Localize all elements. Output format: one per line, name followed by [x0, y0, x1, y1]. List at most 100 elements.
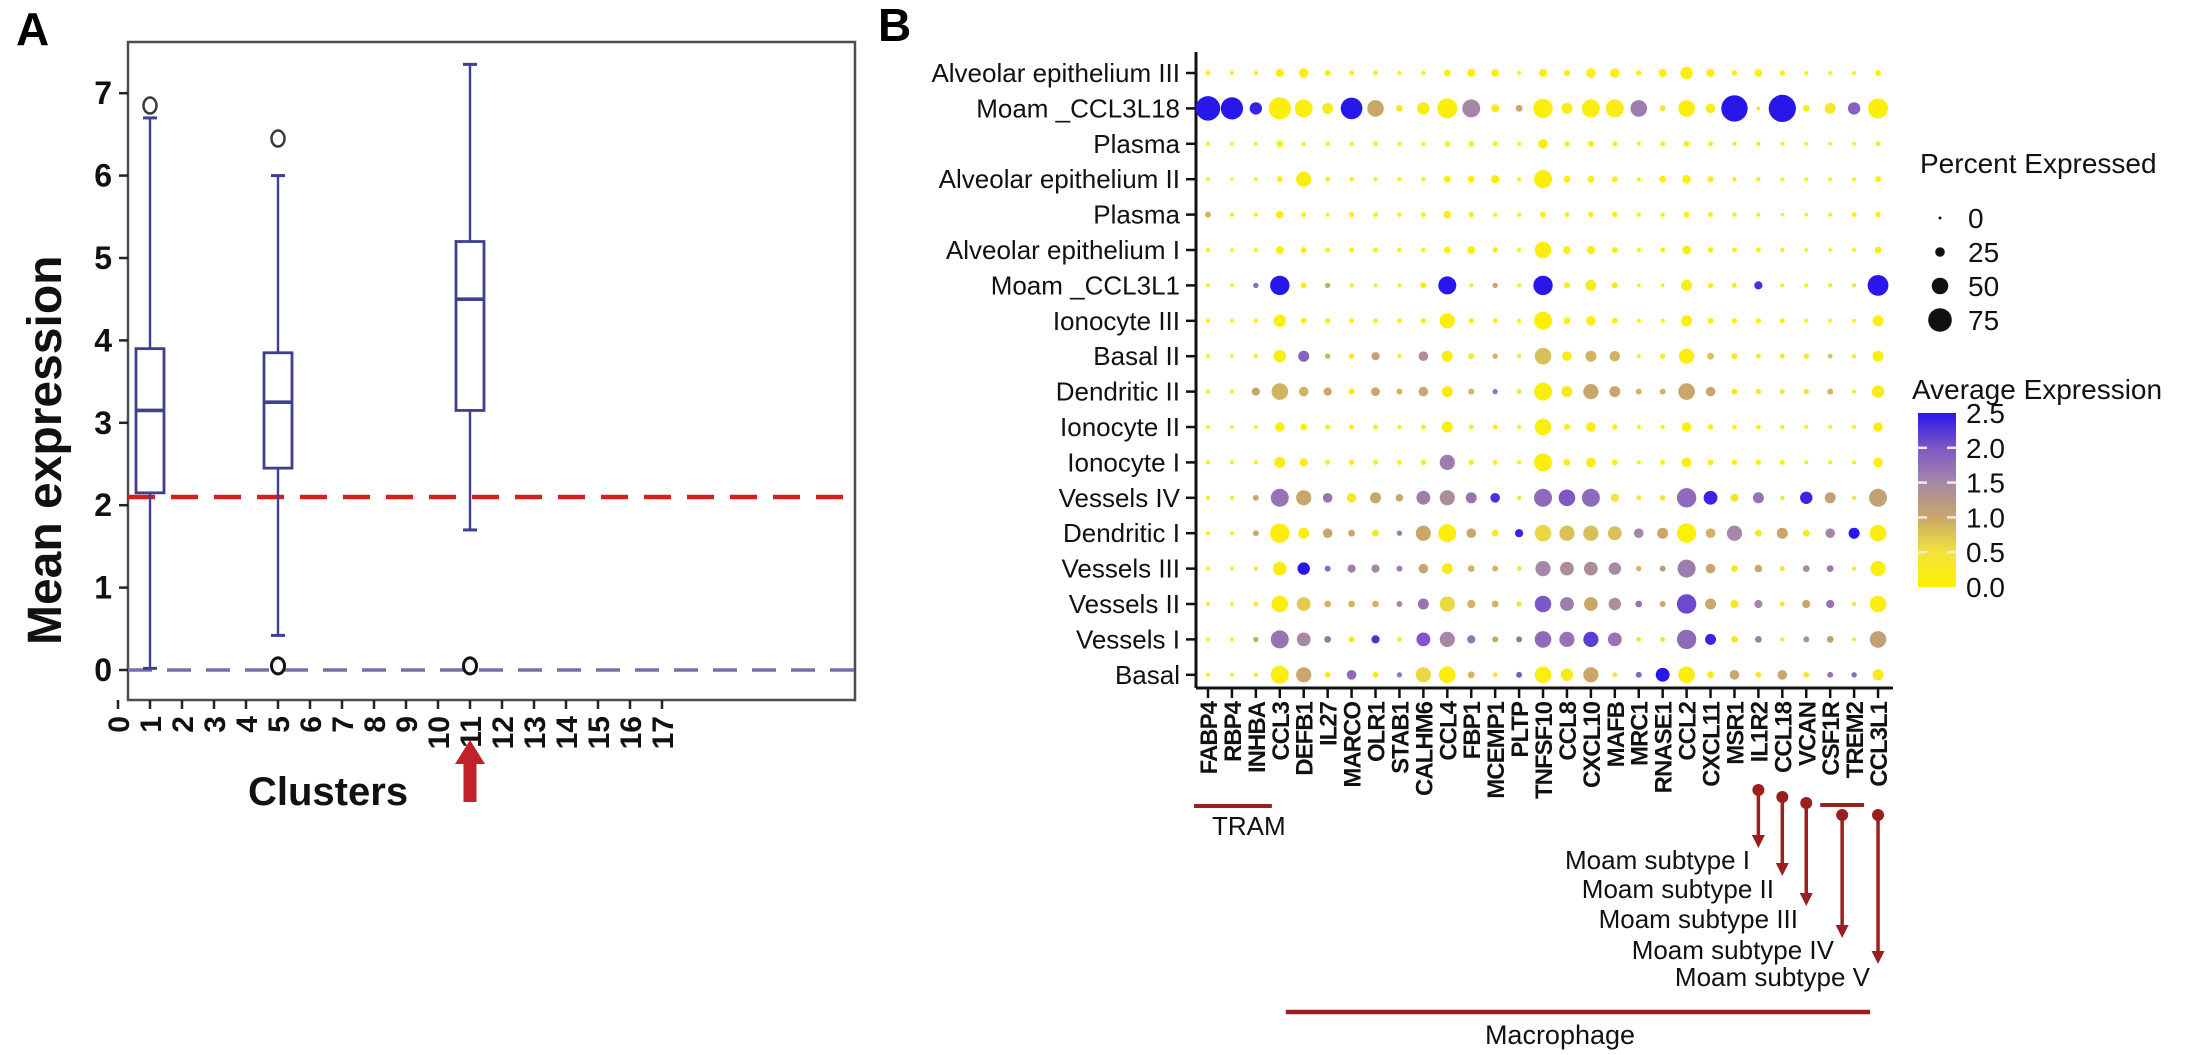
expression-dot	[1683, 140, 1690, 147]
expression-dot	[1828, 212, 1833, 217]
size-legend-label: 0	[1968, 203, 1984, 234]
expression-dot	[1802, 105, 1810, 112]
expression-dot	[1300, 423, 1308, 431]
size-legend-label: 25	[1968, 237, 1999, 268]
subtype-arrowhead-icon	[1799, 893, 1813, 906]
expression-dot	[1492, 388, 1498, 395]
expression-dot	[1324, 282, 1331, 289]
gene-label: CCL8	[1555, 701, 1582, 760]
colorbar-tick-label: 0.5	[1966, 537, 2005, 568]
gene-label: FABP4	[1196, 700, 1223, 774]
expression-dot	[1253, 601, 1259, 607]
expression-dot	[1583, 525, 1599, 541]
expression-dot	[1467, 68, 1476, 78]
expression-dot	[1296, 667, 1312, 683]
expression-dot	[1516, 671, 1523, 678]
gene-label: CALHM6	[1411, 701, 1438, 796]
expression-dot	[1418, 563, 1429, 574]
expression-dot	[1349, 247, 1354, 253]
expression-dot	[1732, 282, 1737, 288]
expression-dot	[1396, 601, 1403, 607]
expression-dot	[1347, 564, 1356, 573]
expression-dot	[1421, 247, 1426, 253]
gene-label: OLR1	[1364, 701, 1391, 762]
expression-dot	[1586, 68, 1596, 78]
expression-dot	[1585, 350, 1597, 362]
expression-dot	[1875, 176, 1882, 183]
expression-dot	[1826, 565, 1834, 572]
expression-dot	[1230, 283, 1234, 288]
expression-dot	[1875, 70, 1882, 76]
expression-dot	[1780, 424, 1785, 430]
expression-dot	[1563, 175, 1571, 183]
expression-dot	[1229, 71, 1234, 75]
y-tick-label: 5	[94, 240, 112, 276]
cell-type-label: Ionocyte I	[1067, 447, 1180, 477]
expression-dot	[1558, 489, 1576, 507]
expression-dot	[1585, 279, 1597, 291]
expression-dot	[1253, 425, 1258, 429]
expression-dot	[1586, 422, 1596, 432]
expression-dot	[1274, 456, 1286, 468]
expression-dot	[1660, 212, 1665, 217]
expression-dot	[1253, 566, 1258, 571]
tram-group-label: TRAM	[1212, 811, 1286, 841]
expression-dot	[1721, 95, 1748, 122]
expression-dot	[1586, 316, 1596, 326]
expression-dot	[1681, 457, 1692, 468]
expression-dot	[1659, 388, 1666, 395]
expression-dot	[1534, 382, 1553, 401]
expression-dot	[1707, 459, 1714, 466]
expression-dot	[1780, 177, 1785, 182]
gene-label: DEFB1	[1292, 701, 1319, 775]
expression-dot	[1421, 70, 1426, 76]
expression-dot	[1658, 68, 1667, 78]
expression-dot	[1804, 248, 1809, 252]
expression-dot	[1252, 494, 1259, 501]
expression-dot	[1681, 315, 1693, 327]
expression-dot	[1676, 629, 1697, 650]
expression-dot	[1803, 671, 1810, 678]
expression-dot	[1852, 248, 1857, 252]
expression-dot	[1415, 525, 1431, 541]
expression-dot	[1253, 248, 1258, 252]
expression-dot	[1396, 105, 1403, 112]
expression-dot	[1660, 247, 1666, 253]
colorbar-tick-label: 0.0	[1966, 572, 2005, 603]
expression-dot	[1611, 459, 1618, 466]
expression-dot	[1492, 636, 1499, 643]
expression-dot	[1443, 246, 1451, 254]
expression-dot	[1249, 102, 1263, 115]
expression-dot	[1441, 563, 1453, 575]
expression-dot	[1373, 70, 1378, 76]
expression-dot	[1229, 460, 1234, 465]
expression-dot	[1275, 68, 1284, 78]
expression-dot	[1325, 176, 1331, 182]
outlier-circle	[270, 656, 286, 676]
cell-type-label: Vessels III	[1062, 554, 1181, 584]
expression-dot	[1707, 317, 1714, 324]
expression-dot	[1608, 562, 1622, 575]
expression-dot	[1756, 106, 1761, 111]
gene-label: INHBA	[1244, 701, 1271, 773]
expression-dot	[1397, 459, 1402, 465]
expression-dot	[1348, 211, 1355, 218]
expression-dot	[1681, 422, 1692, 432]
expression-dot	[1517, 354, 1522, 359]
expression-dot	[1827, 353, 1833, 359]
cell-type-label: Alveolar epithelium II	[939, 164, 1180, 194]
expression-dot	[1563, 246, 1571, 254]
expression-dot	[1608, 597, 1622, 611]
expression-dot	[1635, 600, 1643, 608]
expression-dot	[1349, 283, 1354, 288]
expression-dot	[1732, 177, 1737, 182]
expression-dot	[1206, 425, 1210, 429]
expression-dot	[1804, 141, 1809, 146]
expression-dot	[1441, 350, 1453, 362]
gene-label: RBP4	[1220, 700, 1247, 762]
expression-dot	[1828, 318, 1833, 323]
outlier-circle	[462, 656, 478, 676]
y-tick-label: 6	[94, 158, 112, 194]
